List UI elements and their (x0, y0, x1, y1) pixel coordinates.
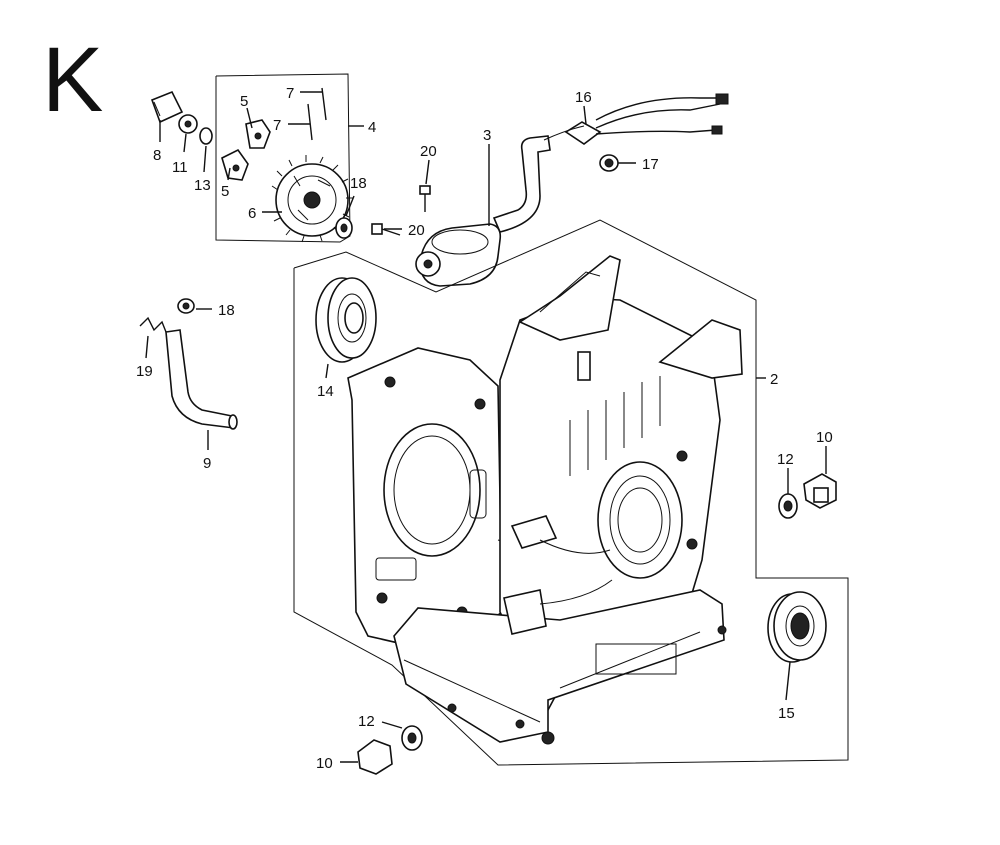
callout-7-upper: 7 (286, 85, 294, 102)
wire-clamp-17 (599, 154, 619, 172)
callout-10-lower: 10 (316, 755, 333, 772)
drain-bolt-right (803, 473, 837, 509)
callout-3: 3 (483, 127, 491, 144)
callout-2: 2 (770, 371, 778, 388)
bolt-20-lower (371, 223, 401, 236)
governor-weight-upper (245, 119, 271, 149)
callout-8: 8 (153, 147, 161, 164)
pin-13 (199, 127, 213, 145)
drain-washer-right (778, 493, 798, 519)
callout-20-lower: 20 (408, 222, 425, 239)
governor-washer (335, 217, 353, 239)
drain-bolt-lower (357, 739, 393, 775)
oil-seal (767, 591, 827, 663)
callout-10-right: 10 (816, 429, 833, 446)
callout-5-upper: 5 (240, 93, 248, 110)
governor-pin-lower (307, 103, 313, 141)
switch-wire-grommet (543, 93, 729, 145)
oil-alert-switch (415, 135, 551, 287)
drain-washer-lower (401, 725, 423, 751)
callout-17: 17 (642, 156, 659, 173)
callout-19: 19 (136, 363, 153, 380)
bolt-20-upper (419, 185, 431, 212)
crankshaft-bearing (315, 277, 377, 363)
callout-labels: 2 3 4 5 5 6 7 7 8 9 10 10 11 12 12 13 14… (136, 85, 833, 772)
governor-assembly-group (215, 73, 353, 243)
governor-weight-lower (221, 148, 249, 181)
callout-15: 15 (778, 705, 795, 722)
callout-5-lower: 5 (221, 183, 229, 200)
callout-18-lower: 18 (218, 302, 235, 319)
washer-11 (178, 114, 198, 134)
callout-11: 11 (172, 159, 188, 176)
callout-16: 16 (575, 89, 592, 106)
callout-18-upper: 18 (350, 175, 367, 192)
callout-12-right: 12 (777, 451, 794, 468)
crankcase-body (347, 255, 743, 745)
callout-9: 9 (203, 455, 211, 472)
callout-7-lower: 7 (273, 117, 281, 134)
governor-shaft (150, 90, 184, 124)
callout-14: 14 (317, 383, 334, 400)
tube-clamp (177, 298, 195, 314)
governor-pin-upper (321, 87, 327, 121)
callout-4: 4 (368, 119, 376, 136)
leader-lines (145, 91, 827, 763)
callout-13: 13 (194, 177, 211, 194)
callout-6: 6 (248, 205, 256, 222)
callout-20-upper: 20 (420, 143, 437, 160)
callout-12-lower: 12 (358, 713, 375, 730)
section-letter: K (42, 29, 104, 131)
breather-clip (139, 316, 167, 333)
breather-tube (165, 329, 238, 430)
crankcase-assembly-outline (293, 219, 849, 766)
